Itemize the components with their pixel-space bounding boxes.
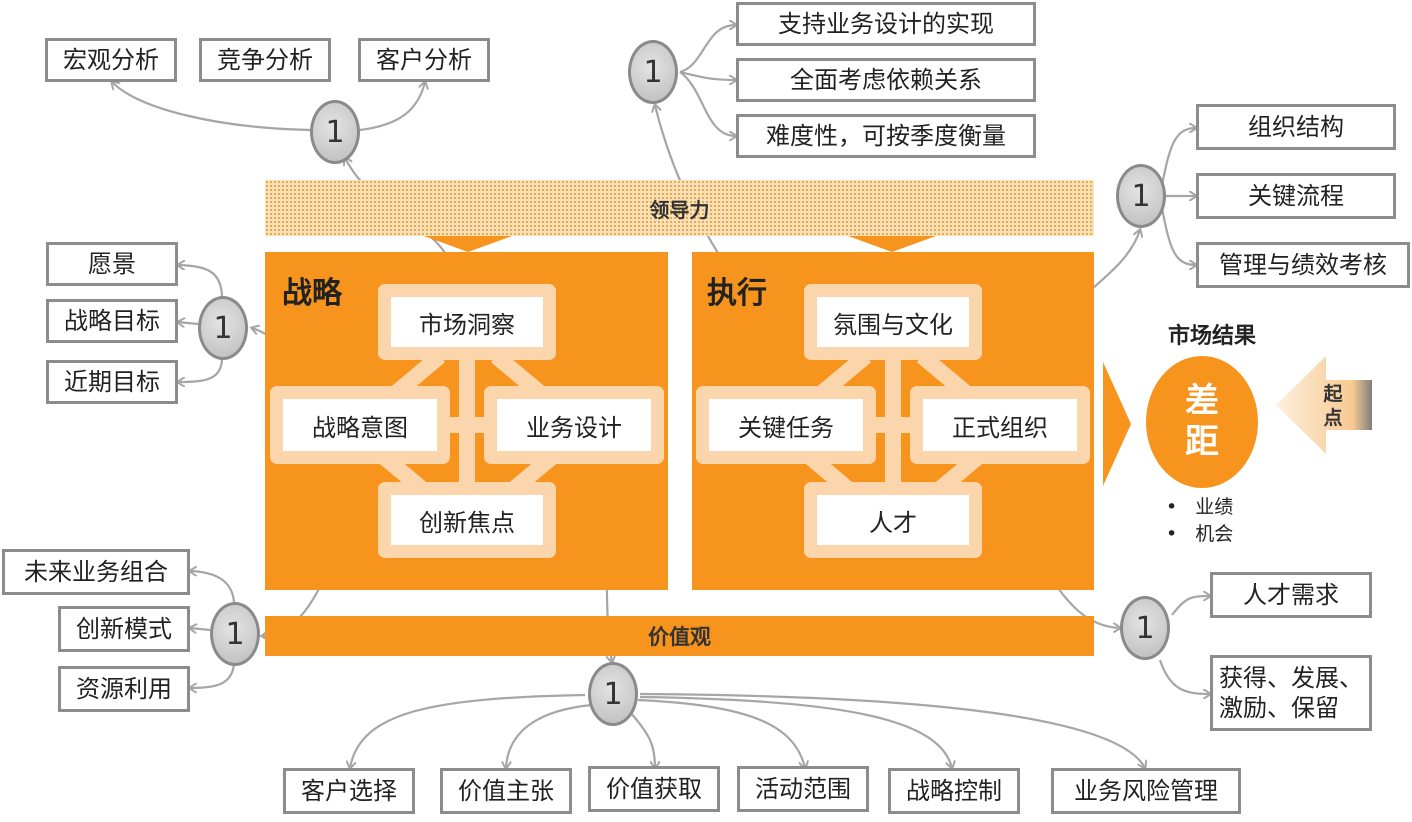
connector-node-to-customer [359, 82, 425, 132]
leadership-arrow-execution [848, 236, 936, 252]
strategy-title: 战略 [282, 276, 342, 311]
connector-node-to-difficulty [679, 71, 736, 136]
org-structure-box: 组织结构 [1196, 104, 1396, 150]
value-capture-box: 价值获取 [588, 766, 720, 812]
connector-node-to-vision [178, 265, 224, 299]
connector-node-to-resource [190, 663, 236, 688]
management-assessment-box: 管理与绩效考核 [1196, 242, 1410, 288]
activity-scope-box: 活动范围 [737, 766, 869, 812]
climate-culture-box: 氛围与文化 [804, 284, 982, 360]
strategic-control-box: 战略控制 [888, 768, 1020, 814]
start-point-label: 起点 [1323, 383, 1343, 429]
talent-box: 人才 [804, 482, 982, 558]
values-label: 价值观 [648, 625, 711, 649]
execution-title: 执行 [707, 276, 767, 311]
gap-ellipse: 差 距 [1146, 356, 1258, 488]
innovation-focus-box: 创新焦点 [378, 482, 556, 558]
connector-node-to-future [190, 571, 236, 603]
talent-develop-line-1: 获得、发展、 [1219, 664, 1363, 692]
connector-node-to-develop [1158, 659, 1210, 694]
innovation-mode-box: 创新模式 [58, 606, 190, 652]
leadership-arrow-strategy [424, 236, 512, 252]
connector-node-to-mode [190, 628, 211, 630]
key-process-box: 关键流程 [1196, 173, 1396, 219]
leadership-label: 领导力 [649, 197, 710, 222]
formal-org-box: 正式组织 [910, 386, 1090, 464]
connector-node-to-goal [178, 322, 199, 324]
talent-develop-line-2: 激励、保留 [1219, 694, 1339, 722]
connector-node-to-need [1171, 596, 1210, 616]
near-term-goal-box: 近期目标 [46, 360, 178, 404]
business-risk-box: 业务风险管理 [1051, 768, 1241, 814]
connector-node-to-nearterm [178, 357, 224, 382]
values-band: 价值观 [265, 616, 1094, 656]
customer-analysis-box: 客户分析 [358, 38, 490, 82]
node-talent: 1 [1120, 596, 1170, 660]
strategy-cross-horizontal [440, 417, 496, 433]
key-tasks-box: 关键任务 [696, 386, 876, 464]
connector-node-to-risk [639, 692, 1145, 768]
node-innovation: 1 [210, 602, 260, 666]
start-point-arrow [1276, 356, 1372, 454]
execution-cross-horizontal [866, 417, 922, 433]
connector-node-to-activity [637, 698, 805, 768]
connector-node-to-value-capture [629, 711, 655, 768]
consider-dependency-box: 全面考虑依赖关系 [736, 58, 1036, 102]
connector-node-to-macro [112, 82, 311, 132]
vision-box: 愿景 [46, 242, 178, 286]
strategic-intent-box: 战略意图 [270, 386, 450, 464]
resource-use-box: 资源利用 [58, 666, 190, 712]
connector-node-to-support [679, 25, 736, 74]
gap-bullet-performance: 业绩 [1166, 494, 1233, 521]
node-market-insight: 1 [310, 100, 360, 164]
connector-node-to-customer-select [350, 693, 586, 768]
support-design-box: 支持业务设计的实现 [736, 2, 1036, 46]
future-portfolio-box: 未来业务组合 [2, 549, 190, 595]
business-design-box: 业务设计 [484, 386, 664, 464]
node-strategic-intent: 1 [198, 296, 248, 360]
result-arrow [1103, 362, 1131, 486]
talent-develop-box: 获得、发展、 激励、保留 [1210, 655, 1372, 731]
value-proposition-box: 价值主张 [440, 768, 572, 814]
leadership-band: 领导力 [265, 180, 1094, 236]
gap-line-1: 差 [1185, 381, 1219, 422]
gap-bullet-list: 业绩 机会 [1166, 494, 1233, 548]
connector-node-to-value-prop [506, 703, 593, 768]
connector-node-to-management [1160, 207, 1196, 265]
talent-need-box: 人才需求 [1210, 572, 1372, 618]
market-insight-box: 市场洞察 [378, 284, 556, 360]
node-business-design: 1 [588, 662, 638, 726]
market-result-title: 市场结果 [1168, 324, 1257, 349]
connector-node-to-dependency [679, 70, 736, 80]
node-formal-org: 1 [1116, 164, 1166, 228]
competition-analysis-box: 竞争分析 [199, 38, 331, 82]
macro-analysis-box: 宏观分析 [45, 38, 177, 82]
node-key-tasks: 1 [628, 40, 678, 104]
connector-node-to-control [639, 695, 952, 768]
gap-bullet-opportunity: 机会 [1166, 521, 1233, 548]
customer-selection-box: 客户选择 [283, 768, 415, 814]
gap-line-2: 距 [1185, 422, 1219, 462]
difficulty-measure-box: 难度性，可按季度衡量 [736, 114, 1036, 158]
strategic-goal-box: 战略目标 [46, 299, 178, 343]
connector-node-to-structure [1160, 128, 1196, 186]
